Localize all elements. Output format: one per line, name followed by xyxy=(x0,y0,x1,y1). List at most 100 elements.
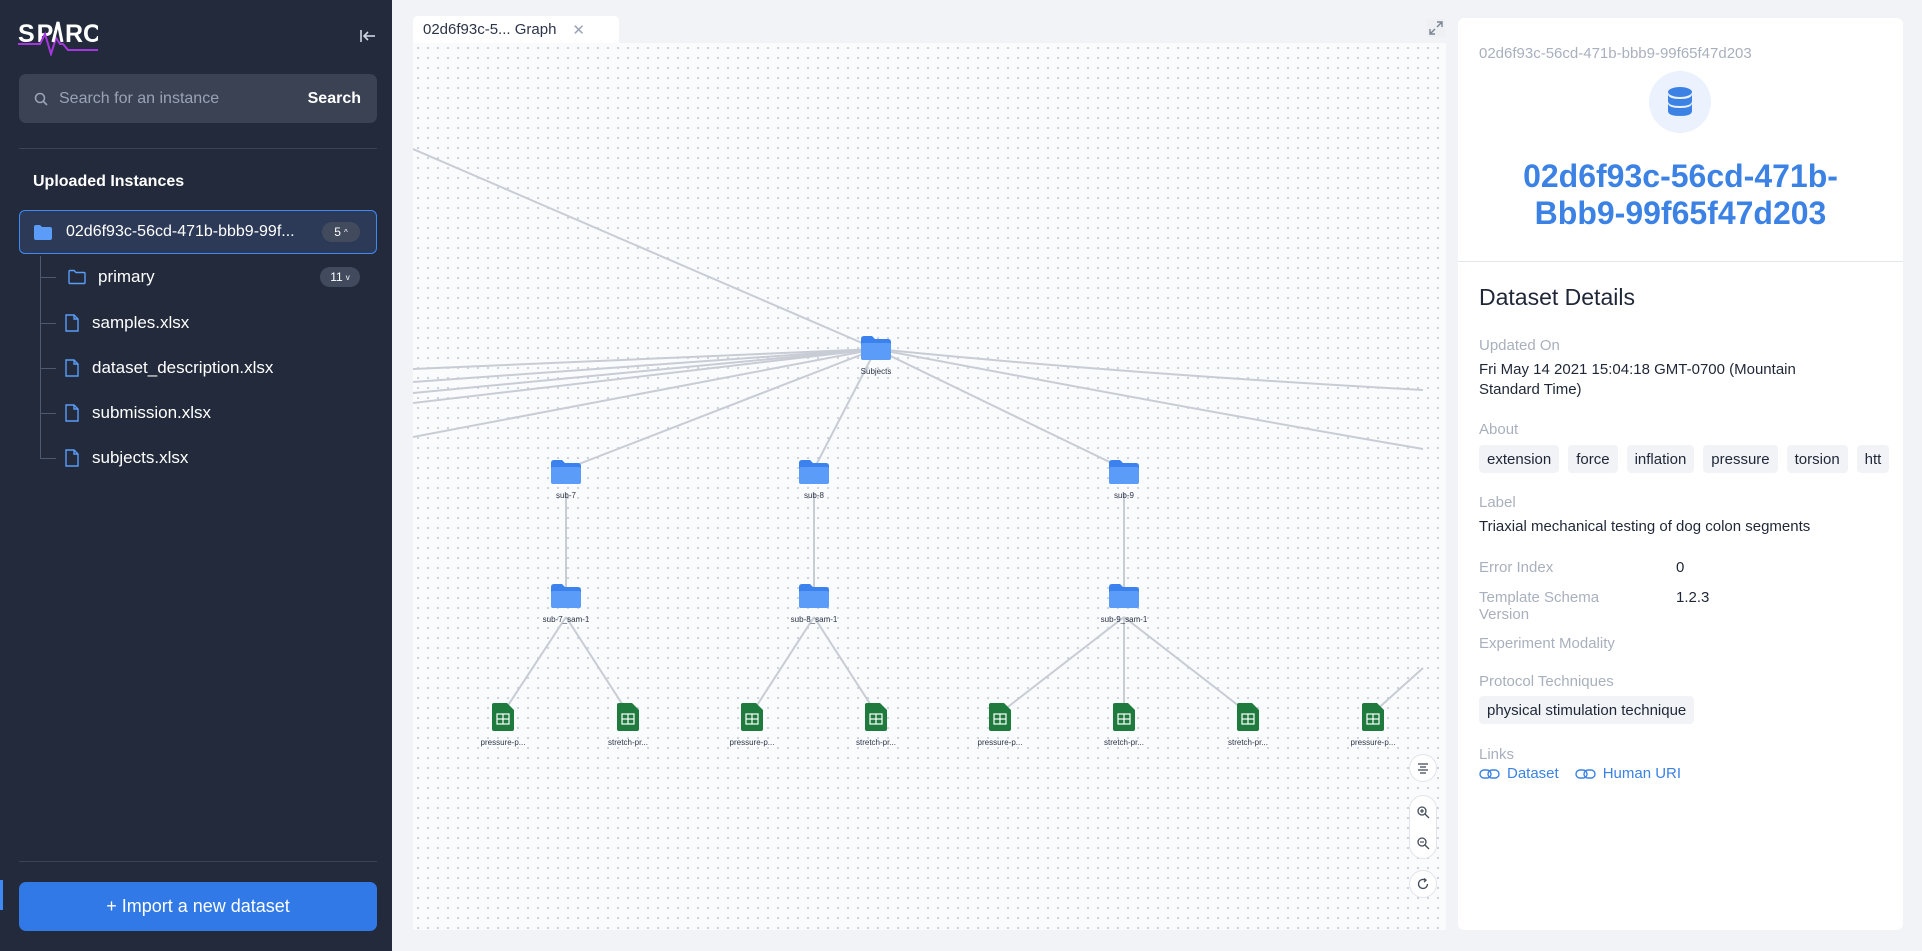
collapse-sidebar-icon[interactable] xyxy=(357,27,379,49)
tree-item-submission[interactable]: submission.xlsx xyxy=(40,393,211,433)
graph-node-file[interactable]: stretch-pr... xyxy=(836,703,916,747)
tag-chip: force xyxy=(1568,445,1618,473)
database-icon-badge xyxy=(1649,71,1711,133)
instance-item[interactable]: 02d6f93c-56cd-471b-bbb9-99f... 5^ xyxy=(19,210,377,254)
graph-edges xyxy=(413,148,1424,714)
sidebar: SP RC Search Uploaded Instances 02d6f93c… xyxy=(0,0,392,951)
graph-node-sub-7[interactable]: sub-7 xyxy=(526,460,606,500)
graph-node-subjects[interactable]: Subjects xyxy=(836,336,916,376)
folder-icon xyxy=(799,460,829,484)
tab-label: 02d6f93c-5... Graph xyxy=(423,21,557,38)
search-bar: Search xyxy=(19,74,377,123)
node-label: sub-9_sam-1 xyxy=(1100,615,1148,624)
protocol-tags: physical stimulation technique xyxy=(1479,696,1695,724)
node-label: pressure-p... xyxy=(1350,738,1396,747)
error-index-label: Error Index xyxy=(1479,559,1554,576)
fit-view-button[interactable] xyxy=(1409,754,1437,782)
spreadsheet-icon xyxy=(492,703,514,731)
file-icon xyxy=(65,314,79,332)
graph-node-file[interactable]: pressure-p... xyxy=(712,703,792,747)
folder-icon xyxy=(1109,460,1139,484)
divider xyxy=(1458,261,1903,262)
graph-node-sub-8[interactable]: sub-8 xyxy=(774,460,854,500)
dataset-title: 02d6f93c-56cd-471b- Bbb9-99f65f47d203 xyxy=(1523,158,1838,231)
about-label: About xyxy=(1479,421,1519,438)
node-label: stretch-pr... xyxy=(1227,738,1268,747)
graph-node-file[interactable]: stretch-pr... xyxy=(1208,703,1288,747)
node-label: sub-7 xyxy=(555,491,576,500)
section-heading: Dataset Details xyxy=(1479,284,1635,310)
protocol-techniques-label: Protocol Techniques xyxy=(1479,673,1614,690)
database-icon xyxy=(1668,87,1692,116)
zoom-out-icon xyxy=(1417,836,1430,849)
links-label: Links xyxy=(1479,746,1515,763)
reset-view-button[interactable] xyxy=(1409,870,1437,898)
file-icon xyxy=(65,359,79,377)
node-label: sub-7_sam-1 xyxy=(542,615,590,624)
import-dataset-button[interactable]: + Import a new dataset xyxy=(19,882,377,931)
graph-node-sub-7-sam-1[interactable]: sub-7_sam-1 xyxy=(526,584,606,624)
node-label: sub-8_sam-1 xyxy=(790,615,838,624)
folder-icon xyxy=(34,224,52,240)
dataset-link[interactable]: Dataset xyxy=(1479,765,1559,782)
tag-chip: torsion xyxy=(1786,445,1848,473)
graph-node-file[interactable]: pressure-p... xyxy=(960,703,1040,747)
search-icon xyxy=(34,92,48,106)
instance-count-badge[interactable]: 5^ xyxy=(322,222,360,242)
folder-icon xyxy=(799,584,829,608)
close-icon[interactable]: ✕ xyxy=(572,21,585,39)
zoom-out-button[interactable] xyxy=(1410,827,1436,858)
graph-node-sub-8-sam-1[interactable]: sub-8_sam-1 xyxy=(774,584,854,624)
file-icon xyxy=(65,404,79,422)
spreadsheet-icon xyxy=(1113,703,1135,731)
node-label: Subjects xyxy=(860,367,892,376)
node-label: sub-8 xyxy=(803,491,824,500)
tree-item-subjects[interactable]: subjects.xlsx xyxy=(40,438,188,478)
divider xyxy=(19,148,377,149)
zoom-controls xyxy=(1409,795,1437,859)
spreadsheet-icon xyxy=(741,703,763,731)
tree-item-label: submission.xlsx xyxy=(92,403,212,422)
tag-chip: inflation xyxy=(1626,445,1695,473)
graph-node-sub-9[interactable]: sub-9 xyxy=(1084,460,1164,500)
expand-icon[interactable] xyxy=(1426,18,1446,38)
folder-icon xyxy=(551,584,581,608)
refresh-icon xyxy=(1417,878,1429,890)
active-edge-indicator xyxy=(0,880,3,910)
details-panel: 02d6f93c-56cd-471b-bbb9-99f65f47d203 02d… xyxy=(1458,18,1903,930)
updated-value: Fri May 14 2021 15:04:18 GMT-0700 (Mount… xyxy=(1479,361,1796,398)
graph-node-file[interactable]: pressure-p... xyxy=(1333,703,1413,747)
zoom-in-button[interactable] xyxy=(1410,796,1436,827)
chevron-down-icon: v xyxy=(345,272,350,282)
graph-node-sub-9-sam-1[interactable]: sub-9_sam-1 xyxy=(1084,584,1164,624)
folder-icon xyxy=(1109,584,1139,608)
tab-graph[interactable]: 02d6f93c-5... Graph ✕ xyxy=(413,16,619,43)
tree-item-label: samples.xlsx xyxy=(92,313,190,332)
tree-item-dataset-description[interactable]: dataset_description.xlsx xyxy=(40,348,273,388)
graph-node-file[interactable]: pressure-p... xyxy=(463,703,543,747)
tree-item-primary[interactable]: primary xyxy=(40,257,155,297)
human-uri-link[interactable]: Human URI xyxy=(1575,765,1681,782)
align-center-icon xyxy=(1418,763,1428,774)
link-icon xyxy=(1479,768,1500,779)
tree-item-samples[interactable]: samples.xlsx xyxy=(40,303,189,343)
graph-node-file[interactable]: stretch-pr... xyxy=(588,703,668,747)
graph-canvas[interactable]: Subjects sub-7 sub-8 sub-9 sub-7_sam-1 s… xyxy=(413,43,1446,930)
tag-chip: pressure xyxy=(1703,445,1778,473)
tree-item-label: primary xyxy=(98,267,155,286)
spreadsheet-icon xyxy=(865,703,887,731)
folder-icon xyxy=(551,460,581,484)
about-tags: extension force inflation pressure torsi… xyxy=(1479,445,1890,473)
error-index-value: 0 xyxy=(1676,559,1685,576)
search-input[interactable] xyxy=(59,89,308,108)
label-label: Label xyxy=(1479,494,1516,511)
node-label: stretch-pr... xyxy=(855,738,896,747)
link-icon xyxy=(1575,768,1596,779)
label-value: Triaxial mechanical testing of dog colon… xyxy=(1479,518,1811,535)
tree-item-label: subjects.xlsx xyxy=(92,448,189,467)
dataset-id-header: 02d6f93c-56cd-471b-bbb9-99f65f47d203 xyxy=(1479,45,1752,62)
tree-item-label: dataset_description.xlsx xyxy=(92,358,274,377)
graph-node-file[interactable]: stretch-pr... xyxy=(1084,703,1164,747)
search-button[interactable]: Search xyxy=(307,89,361,107)
